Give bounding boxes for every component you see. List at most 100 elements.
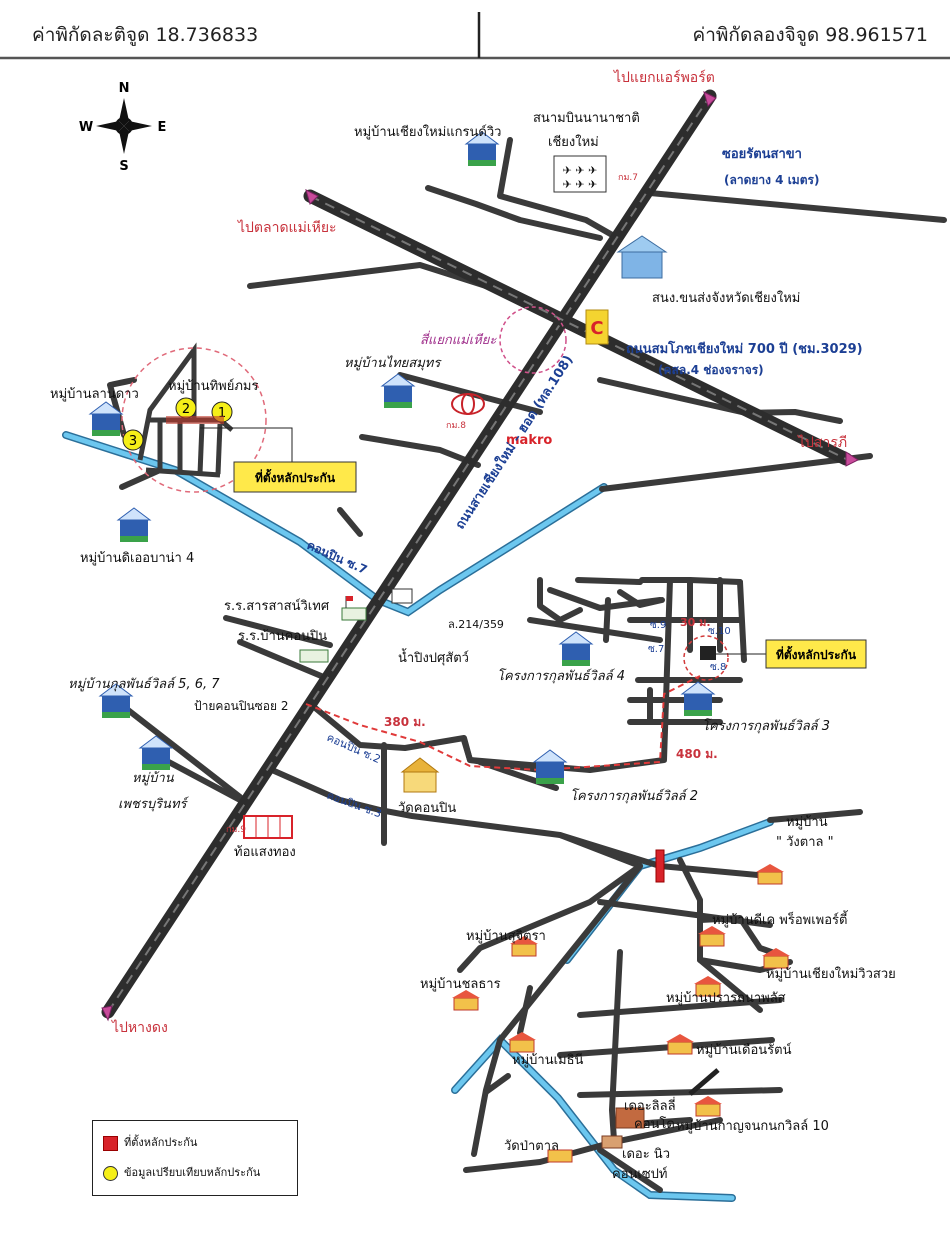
label-soi-rattanasakha: ซอยรัตนสาขา xyxy=(722,147,802,162)
label-kunlaphan-2: โครงการกุลพันธ์วิลล์ 2 xyxy=(570,788,698,804)
label-to-saraphi: ไปสารภี xyxy=(797,434,847,451)
label-airport-2: เชียงใหม่ xyxy=(548,134,599,150)
village-icon-pratthana xyxy=(694,976,722,997)
marker-1: 1 xyxy=(218,406,226,421)
bridge-marker xyxy=(655,849,665,883)
toyota-icon xyxy=(451,393,485,415)
label-to-mae-hia: ไปตลาดแม่เหียะ xyxy=(237,219,337,236)
label-transport-office: สนง.ขนส่งจังหวัดเชียงใหม่ xyxy=(652,290,800,306)
label-house-no: ล.214/359 xyxy=(448,618,504,631)
village-icon-wang-tan xyxy=(756,864,784,885)
label-dk-property: หมู่บ้านดีเค พร็อพเพอร์ตี้ xyxy=(712,910,849,928)
label-wat-pa-tan: วัดป่าตาล xyxy=(504,1139,559,1154)
collateral-area-circle xyxy=(121,347,267,493)
transport-office-icon xyxy=(616,235,668,279)
village-icon-phet-buri xyxy=(138,735,174,770)
marker-2: 2 xyxy=(182,402,190,417)
village-icon-cm-wiw-suay xyxy=(762,948,790,969)
village-icon-duen-rat xyxy=(666,1034,694,1055)
svg-text:C: C xyxy=(590,318,603,339)
label-to-hang-dong: ไปหางดง xyxy=(111,1019,168,1036)
label-to-airport: ไปแยกแอร์พอร์ต xyxy=(613,69,715,86)
label-soi-8: ซ.8 xyxy=(710,662,726,673)
village-icon-di-er-bana xyxy=(116,507,152,542)
comparison-markers: 1 2 3 xyxy=(122,397,233,451)
legend-item-collateral: ที่ตั้งหลักประกัน xyxy=(103,1133,197,1151)
label-thai-samut: หมู่บ้านไทยสมุทร xyxy=(344,355,442,371)
svg-text:✈ ✈ ✈: ✈ ✈ ✈ xyxy=(563,178,598,191)
label-lilly-1: เดอะลิลลี่ xyxy=(624,1097,676,1114)
label-nam-ping: น้ำปิงปศุสัตว์ xyxy=(398,648,469,666)
svg-text:✈ ✈ ✈: ✈ ✈ ✈ xyxy=(563,164,598,177)
legend-comparison-label: ข้อมูลเปรียบเทียบหลักประกัน xyxy=(124,1166,261,1179)
collateral-site-1-marker xyxy=(166,416,224,424)
label-bus-stop: ป้ายคอนปินซอย 2 xyxy=(194,699,288,713)
village-icon-grandview xyxy=(464,131,500,166)
label-lilly-2: คอนโด xyxy=(634,1116,675,1132)
village-icon-lan-dao xyxy=(88,401,124,436)
label-wang-tan-1: หมู่บ้าน xyxy=(786,815,828,830)
compass-n: N xyxy=(119,81,130,96)
label-sarasat-school: ร.ร.สารสาสน์วิเทศ xyxy=(224,598,330,614)
village-icon-thai-samut xyxy=(380,373,416,408)
label-kanchanakanok: หมู่บ้านกาญจนกนกวิลล์ 10 xyxy=(676,1118,829,1134)
label-khon-pin-3: คอนปิน ซ.3 xyxy=(325,789,383,821)
label-d380: 380 ม. xyxy=(384,715,426,729)
label-ring-road-sub: (คสล.4 ช่องจราจร) xyxy=(658,363,764,377)
label-kunlaphan-4: โครงการกุลพันธ์วิลล์ 4 xyxy=(497,668,625,684)
compass-w: W xyxy=(79,120,93,135)
village-icons xyxy=(88,131,716,784)
direction-arrows xyxy=(101,91,859,1022)
rail-mark xyxy=(688,1068,720,1096)
comparison-circle-icon xyxy=(103,1165,118,1181)
orange-village-icons xyxy=(452,864,790,1117)
village-icon-suchitra xyxy=(510,936,538,957)
legend-collateral-label: ที่ตั้งหลักประกัน xyxy=(124,1136,198,1149)
label-ring-road: ถนนสมโภชเชียงใหม่ 700 ปี (ชม.3029) xyxy=(626,340,863,357)
collateral-area-circle-2 xyxy=(683,635,729,681)
local-roads xyxy=(107,137,947,1193)
main-highway-centerline xyxy=(107,95,711,1013)
collateral-square-icon xyxy=(103,1135,118,1151)
village-icon-dk xyxy=(698,926,726,947)
label-khon-pin-school: ร.ร.บ้านคอนปิน xyxy=(238,629,327,644)
label-intersection: สี่แยกแม่เหียะ xyxy=(420,330,497,348)
collateral-callout-1 xyxy=(233,461,357,493)
longitude-label: ค่าพิกัดลองจิจูด 98.961571 xyxy=(692,24,928,46)
label-soi-rattanasakha-sub: (ลาดยาง 4 เมตร) xyxy=(724,173,819,187)
marker-3: 3 xyxy=(129,434,137,449)
label-d480: 480 ม. xyxy=(676,747,718,761)
label-wat-khon-pin: วัดคอนปิน xyxy=(398,801,456,816)
label-suchitra: หมู่บ้านสุจิตรา xyxy=(466,929,546,944)
village-icon-kanchanakanok xyxy=(694,1096,722,1117)
collateral-callout-1-text: ที่ตั้งหลักประกัน xyxy=(255,468,336,485)
route-path xyxy=(305,675,701,772)
village-icon-kunlaphan-567 xyxy=(98,683,134,718)
ring-road-centerline xyxy=(309,195,847,460)
label-grand-view: หมู่บ้านเชียงใหม่แกรนด์วิว xyxy=(354,124,501,140)
callout-line-1 xyxy=(200,427,293,462)
legend-item-comparison: ข้อมูลเปรียบเทียบหลักประกัน xyxy=(103,1163,260,1181)
label-soi-10: ซ.10 xyxy=(708,626,731,637)
label-methinee: หมู่บ้านเมธินี xyxy=(512,1052,584,1068)
collateral-site-2-marker xyxy=(700,646,716,660)
collateral-callout-2 xyxy=(765,639,867,669)
label-km9: กม.9 xyxy=(226,825,246,835)
label-chonlathan: หมู่บ้านชลธาร xyxy=(420,977,501,992)
label-main-highway: ถนนสายเชียงใหม่ – ฮอด (ทล.108) xyxy=(451,352,576,532)
label-makro: makro xyxy=(506,433,552,448)
village-icon-chonlathan xyxy=(452,990,480,1011)
village-icon-kunlaphan-4 xyxy=(558,631,594,666)
label-thip-phimon: หมู่บ้านทิพย์ภมร xyxy=(168,378,258,394)
building-icon-tho-saeng-thong xyxy=(243,815,293,839)
compass-s: S xyxy=(119,159,128,174)
village-icon-methinee xyxy=(508,1032,536,1053)
label-phet-buri-2: เพชรบุรินทร์ xyxy=(118,796,189,812)
building-icon-nam-ping xyxy=(391,588,413,604)
temple-icon-khon-pin xyxy=(400,757,440,793)
building-icon-lilly xyxy=(615,1107,645,1129)
building-icon-new-concept xyxy=(601,1135,623,1149)
school-icon-sarasat xyxy=(341,596,367,621)
school-icon-khon-pin xyxy=(299,649,329,663)
